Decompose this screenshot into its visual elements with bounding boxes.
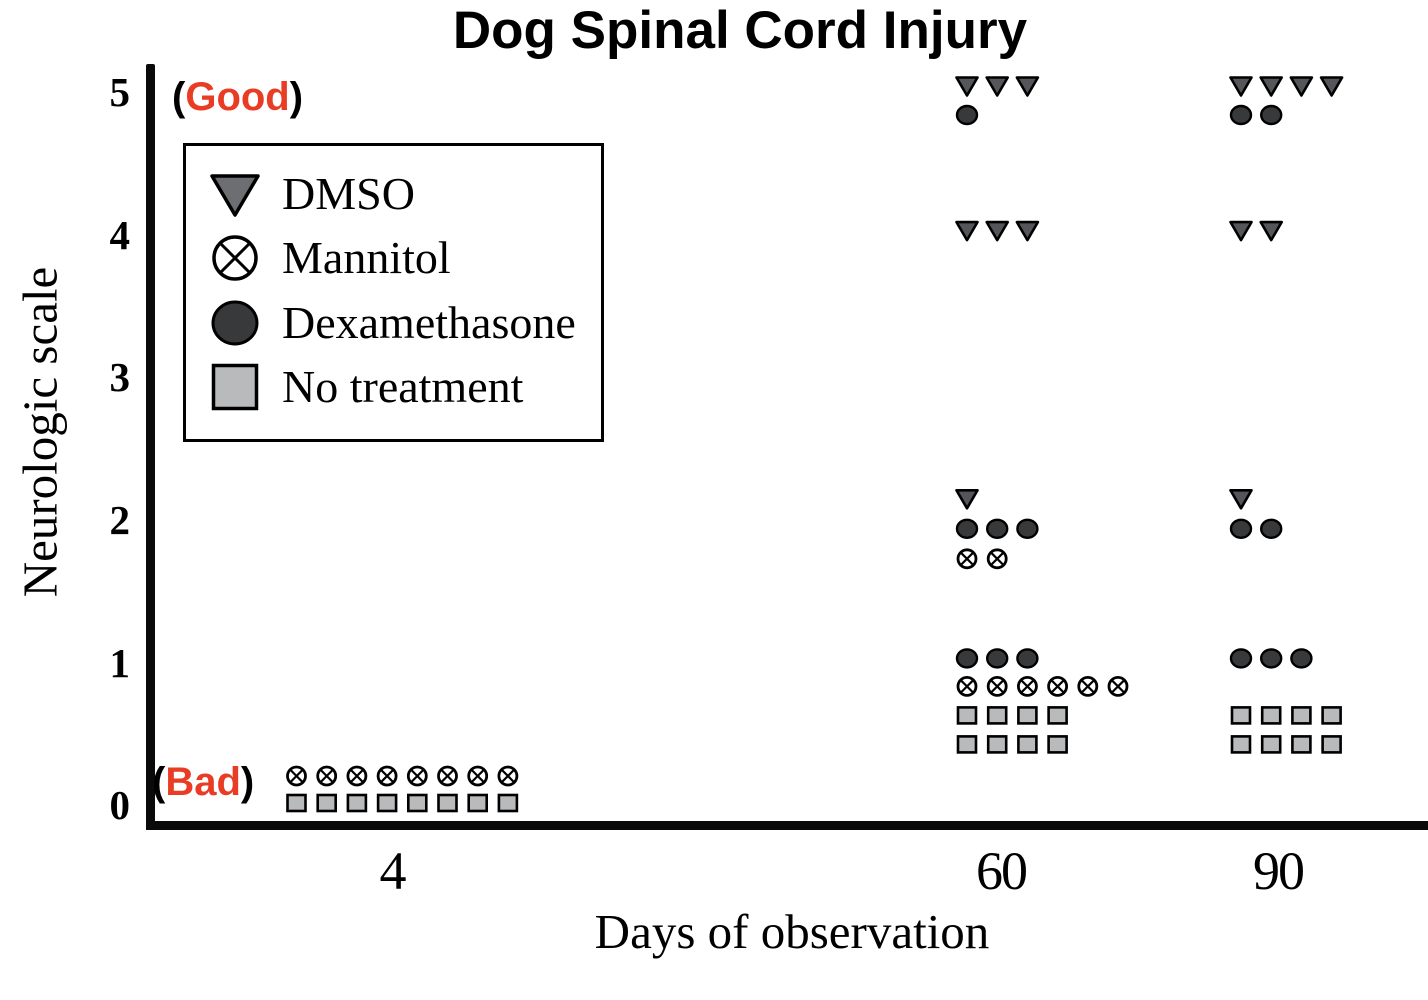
bad-annotation: (Bad) bbox=[152, 758, 254, 806]
x-axis-line bbox=[146, 821, 1428, 830]
bad-paren-open: ( bbox=[152, 760, 166, 804]
x-axis-label: Days of observation bbox=[594, 904, 990, 959]
y-tick-0: 0 bbox=[109, 782, 131, 828]
legend-label-mannitol: Mannitol bbox=[282, 232, 451, 284]
no-treatment-square-icon bbox=[206, 362, 264, 412]
dexamethasone-circle-icon bbox=[206, 298, 264, 348]
legend-item-no-treatment: No treatment bbox=[206, 355, 593, 419]
legend-item-dmso: DMSO bbox=[206, 162, 593, 226]
y-tick-5: 5 bbox=[109, 69, 131, 115]
bad-paren-close: ) bbox=[240, 760, 255, 804]
legend-label-no-treatment: No treatment bbox=[282, 360, 524, 412]
series-dmso bbox=[955, 76, 1344, 510]
legend-item-mannitol: Mannitol bbox=[206, 226, 593, 290]
legend-label-dmso: DMSO bbox=[282, 168, 415, 219]
y-tick-3: 3 bbox=[109, 354, 131, 400]
legend-item-dexamethasone: Dexamethasone bbox=[206, 291, 593, 355]
good-annotation: (Good) bbox=[172, 73, 303, 121]
good-word: Good bbox=[185, 75, 290, 119]
legend-label-dexamethasone: Dexamethasone bbox=[282, 296, 576, 348]
bad-word: Bad bbox=[165, 760, 241, 804]
series-dexamethasone bbox=[955, 104, 1313, 669]
dmso-triangle-icon bbox=[206, 170, 264, 218]
y-tick-4: 4 bbox=[109, 212, 131, 258]
x-tick-60: 60 bbox=[976, 841, 1028, 901]
x-tick-90: 90 bbox=[1253, 841, 1305, 901]
series-no-treatment bbox=[286, 706, 1342, 813]
good-paren-close: ) bbox=[289, 75, 304, 119]
mannitol-circle-x-icon bbox=[206, 233, 264, 283]
y-axis-line bbox=[146, 64, 155, 829]
chart-title: Dog Spinal Cord Injury bbox=[452, 1, 1028, 60]
y-tick-2: 2 bbox=[109, 497, 131, 543]
legend: DMSO Mannitol Dexamethasone No treatment bbox=[183, 143, 604, 442]
x-tick-4: 4 bbox=[379, 841, 407, 901]
y-axis-label: Neurologic scale bbox=[12, 266, 68, 598]
series-mannitol bbox=[286, 548, 1129, 787]
good-paren-open: ( bbox=[172, 75, 186, 119]
y-tick-1: 1 bbox=[109, 640, 131, 686]
